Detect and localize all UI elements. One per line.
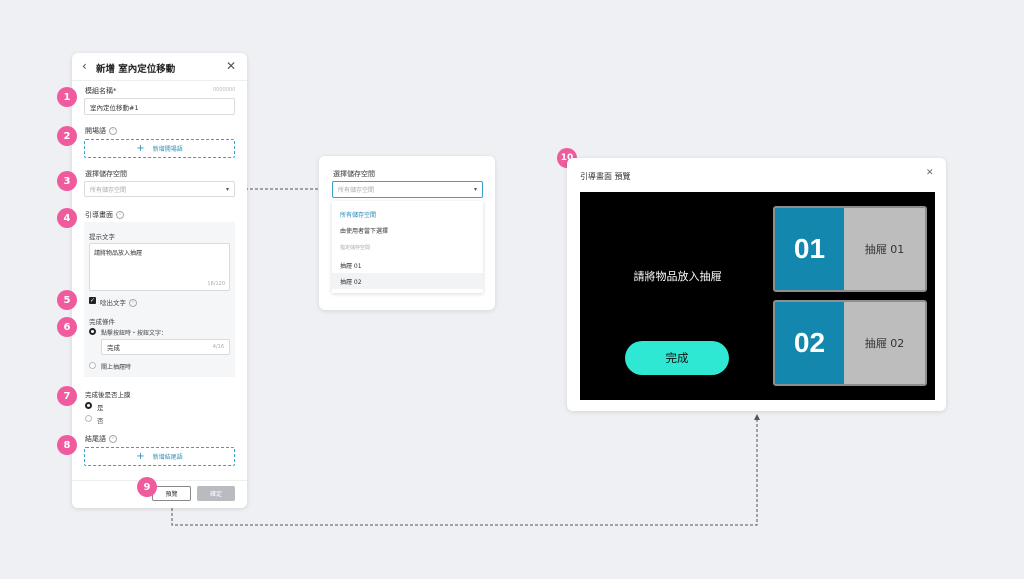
prompt-textarea[interactable]: 請將物品放入抽屜 16/120 [89,243,230,291]
close-icon[interactable]: ✕ [926,168,934,178]
caret-down-icon: ▾ [225,185,229,193]
option-button-label: 點擊按鈕時・按鈕文字： [101,330,168,337]
dropdown-option-user[interactable]: 由使用者當下選擇 [340,227,389,235]
module-name-value: 室內定位移動#1 [90,103,139,112]
step-badge: 7 [57,386,77,406]
storage-placeholder: 所有儲存空間 [90,186,127,194]
caret-down-icon: ▾ [473,186,477,193]
step-badge: 3 [57,171,77,191]
module-name-hint: 0000000 [213,87,236,93]
panel-title: 新增 室內定位移動 [96,64,176,75]
plus-icon: + [136,143,145,154]
speak-checkbox[interactable]: ✓ [89,297,96,304]
radio-yes[interactable] [85,402,92,409]
add-ending-button[interactable]: + 新增結尾語 [84,447,235,466]
storage-select[interactable]: 所有儲存空間 ▾ [84,181,235,197]
confirm-button[interactable]: 確定 [197,486,235,501]
dropdown-option-drawer-02[interactable]: 抽屜 02 [332,273,483,289]
dropdown-label: 選擇儲存空間 [333,170,375,178]
close-icon[interactable]: ✕ [226,59,237,73]
preview-title: 引導畫面 預覽 [580,172,631,181]
go-home-label: 完成後是否上膜 [85,391,131,399]
step-badge: 6 [57,317,77,337]
dropdown-select[interactable]: 所有儲存空間 ▾ [332,181,483,198]
radio-drawer-close[interactable] [89,362,96,369]
info-icon[interactable]: i [109,435,117,443]
add-opening-label: 新增開場語 [152,146,183,153]
complete-label: 完成條件 [89,318,115,326]
dropdown-option-all[interactable]: 所有儲存空間 [340,211,377,219]
radio-no[interactable] [85,415,92,422]
dropdown-group-label: 指定儲存空間 [340,244,371,251]
add-ending-label: 新增結尾語 [152,454,183,461]
preview-button[interactable]: 預覽 [152,486,191,501]
drawer-name: 抽屜 02 [864,337,905,350]
footer-divider [72,480,247,481]
drawer-name: 抽屜 01 [864,243,905,256]
plus-icon: + [136,451,145,462]
drawer-number: 01 [775,208,844,290]
header-divider [72,80,247,81]
opening-label-text: 開場語 [85,127,106,135]
drawer-card[interactable]: 01 抽屜 01 [773,206,927,292]
step-badge: 5 [57,290,77,310]
module-name-label: 模組名稱* [85,87,117,95]
dropdown-placeholder: 所有儲存空間 [338,187,375,194]
info-icon[interactable]: i [116,211,124,219]
prompt-count: 16/120 [207,281,225,287]
prompt-value: 請將物品放入抽屜 [94,250,143,257]
back-icon[interactable]: ‹ [82,59,87,73]
dropdown-menu: 所有儲存空間 由使用者當下選擇 指定儲存空間 抽屜 01 抽屜 02 [332,201,483,293]
speak-label-text: 唸出文字 [100,299,126,307]
add-opening-button[interactable]: + 新增開場語 [84,139,235,158]
preview-message: 請將物品放入抽屜 [633,270,722,283]
info-icon[interactable]: i [129,299,137,307]
step-badge: 4 [57,208,77,228]
step-badge: 9 [137,477,157,497]
module-name-input[interactable]: 室內定位移動#1 [84,98,235,115]
yes-label: 是 [97,404,104,412]
step-badge: 8 [57,435,77,455]
step-badge: 2 [57,126,77,146]
step-badge: 1 [57,87,77,107]
dropdown-option-drawer-01[interactable]: 抽屜 01 [340,262,362,270]
info-icon[interactable]: i [109,127,117,135]
button-text-input[interactable]: 完成 4/16 [101,339,230,355]
prompt-label: 提示文字 [89,233,115,241]
ending-label-text: 結尾語 [85,435,106,443]
storage-label: 選擇儲存空間 [85,170,127,178]
drawer-number: 02 [775,302,844,384]
radio-button-click[interactable] [89,328,96,335]
no-label: 否 [97,417,104,425]
guide-label-text: 引導畫面 [85,211,113,219]
button-text-count: 4/16 [212,344,224,350]
done-button[interactable]: 完成 [625,341,729,375]
drawer-card[interactable]: 02 抽屜 02 [773,300,927,386]
button-text-value: 完成 [107,344,120,352]
option-drawer-label: 關上抽屜時 [101,364,132,371]
